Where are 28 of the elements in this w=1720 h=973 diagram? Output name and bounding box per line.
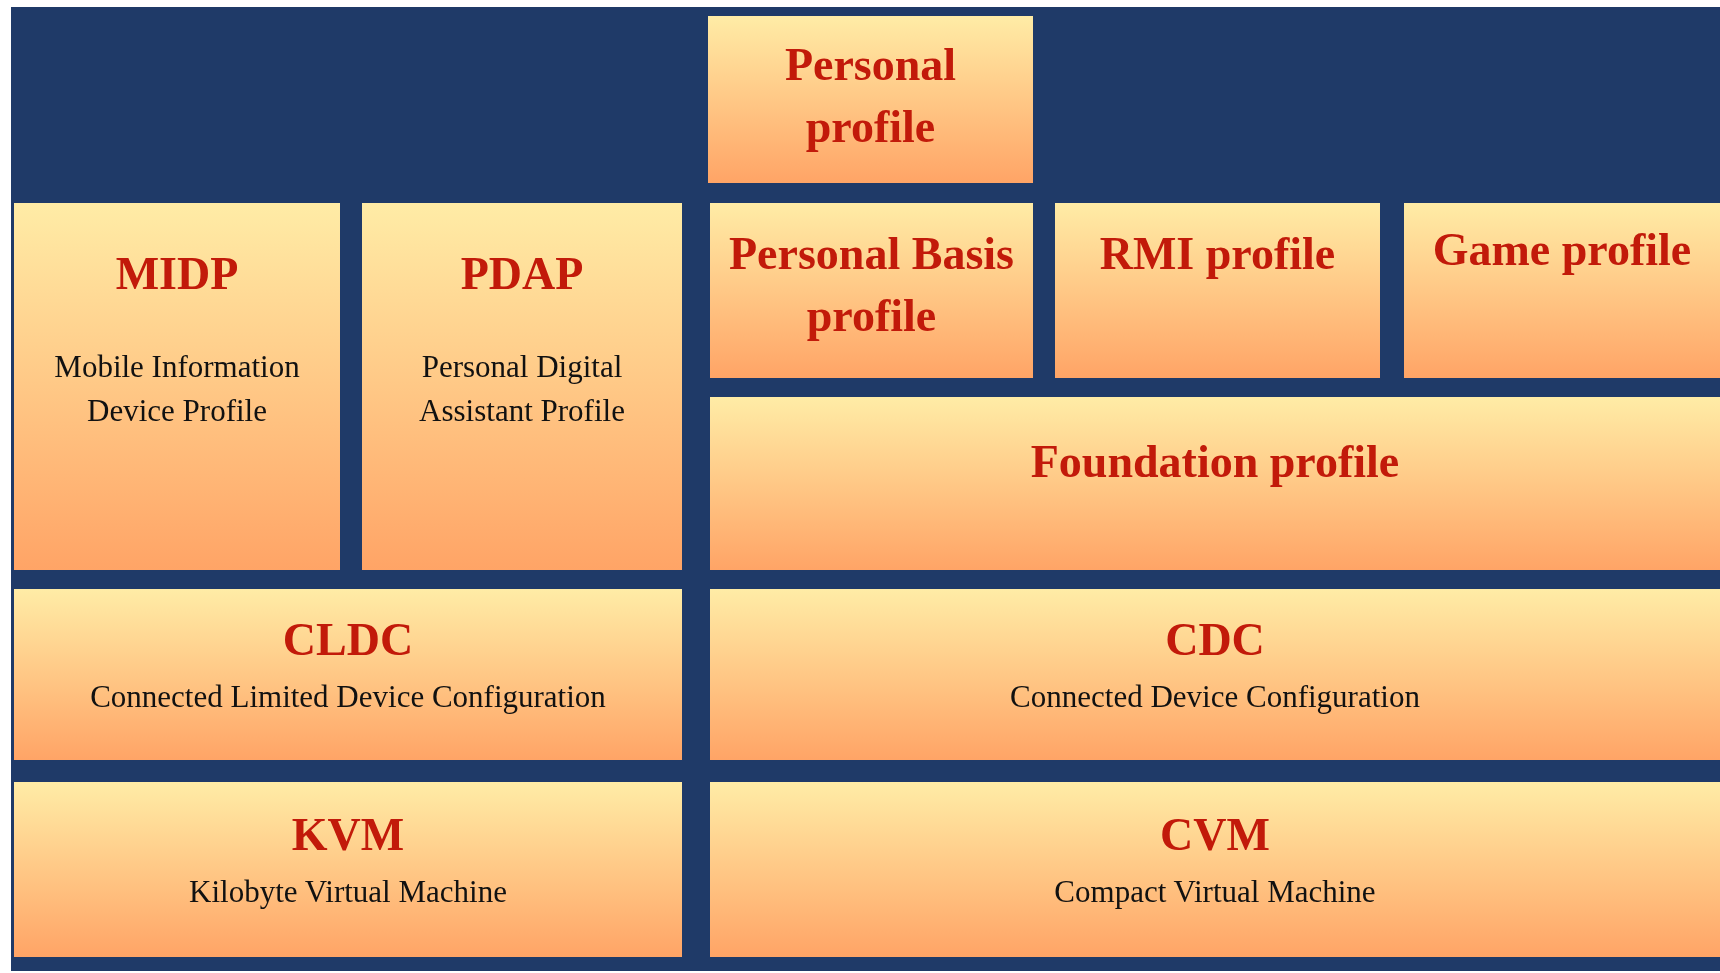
layer-title: CDC xyxy=(1165,613,1265,667)
layer-box xyxy=(14,203,340,570)
layer-description: Personal Digital Assistant Profile xyxy=(418,348,626,430)
layer-box xyxy=(14,782,682,957)
layer-box xyxy=(710,397,1720,570)
layer-title: KVM xyxy=(291,808,405,862)
layer-description: Connected Limited Device Configuration xyxy=(90,678,606,716)
layer-description: Connected Device Configuration xyxy=(1010,678,1420,716)
layer-box xyxy=(710,203,1033,378)
layer-box xyxy=(708,16,1033,183)
layer-box xyxy=(14,589,682,760)
layer-title: RMI profile xyxy=(1099,227,1336,281)
layer-title: Foundation profile xyxy=(1030,435,1400,489)
layer-title: Personal Basis profile xyxy=(728,227,1015,343)
layer-title: Game profile xyxy=(1432,223,1692,277)
layer-description: Compact Virtual Machine xyxy=(1054,873,1376,911)
layer-description: Mobile Information Device Profile xyxy=(53,348,301,430)
layer-box xyxy=(1055,203,1380,378)
layer-title: Personal profile xyxy=(783,38,958,154)
layer-title: CLDC xyxy=(282,613,414,667)
layer-title: CVM xyxy=(1160,808,1270,862)
layer-box xyxy=(710,589,1720,760)
layer-box xyxy=(362,203,682,570)
layer-title: MIDP xyxy=(115,247,239,301)
layer-title: PDAP xyxy=(460,247,584,301)
layer-description: Kilobyte Virtual Machine xyxy=(189,873,507,911)
layer-box xyxy=(1404,203,1720,378)
layer-box xyxy=(710,782,1720,957)
